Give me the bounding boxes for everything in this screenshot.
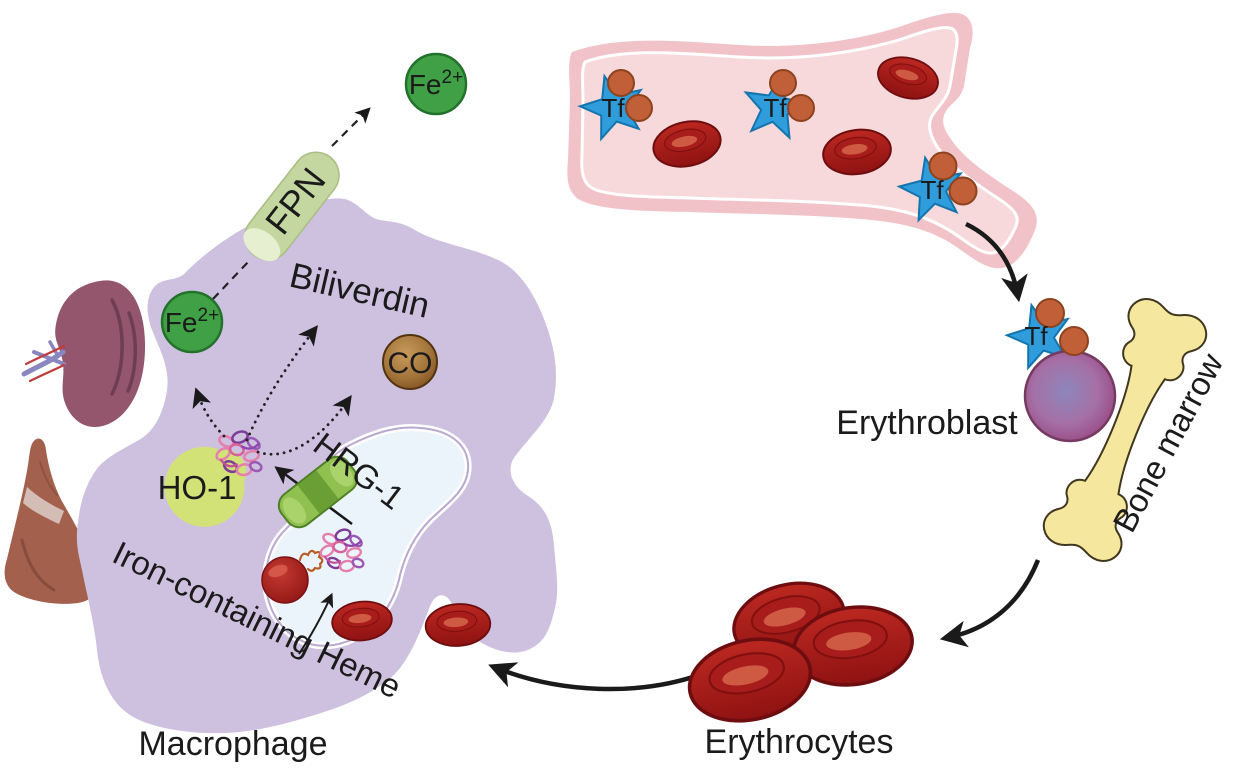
- transferrin-complex: Tf: [573, 66, 653, 143]
- arrow-label-to-heme: [298, 592, 334, 655]
- blood-vessel: Tf Tf Tf: [567, 12, 1037, 269]
- arrow-bone-to-erythrocytes: [939, 559, 1041, 648]
- macrophage-label: Macrophage: [138, 725, 327, 763]
- arrow-heme-to-co: [256, 394, 352, 456]
- arrow-fe-to-fpn: [212, 260, 250, 300]
- iron-atom: [769, 69, 797, 97]
- co-label: CO: [388, 347, 433, 380]
- engulfed-erythrocyte: [261, 556, 309, 604]
- arrow-vessel-to-erythroblast: [965, 221, 1028, 303]
- spleen-vessels: [21, 340, 66, 383]
- fe-label: Fe: [165, 307, 198, 338]
- bone: [1042, 298, 1208, 562]
- degraded-globin-squiggle: [298, 549, 324, 572]
- transferrin-complex: Tf: [738, 69, 815, 141]
- arrow-heme-to-fe: [192, 387, 226, 438]
- erythrocytes-label: Erythrocytes: [705, 723, 894, 761]
- tf-label: Tf: [920, 175, 944, 205]
- fe-label: Fe: [409, 69, 442, 100]
- transferrin-complex: Tf: [893, 150, 978, 224]
- fe-superscript: 2+: [198, 305, 220, 326]
- fe-ion-exported: Fe2+: [404, 52, 468, 116]
- erythroblast: Tf: [1000, 295, 1117, 443]
- liver: [4, 438, 98, 604]
- phagolysosome: [261, 423, 472, 650]
- erythrocyte-highlight: [268, 564, 288, 578]
- iron-atom: [928, 151, 958, 181]
- fe-ion-cytosol: Fe2+: [160, 290, 224, 354]
- vessel-lumen: [580, 26, 1019, 255]
- tf-label: Tf: [763, 93, 787, 123]
- tf-label: Tf: [601, 93, 625, 123]
- iron-atom: [1059, 326, 1089, 356]
- iron-atom: [625, 94, 653, 122]
- spleen: [21, 280, 146, 428]
- arrow-fpn-to-fe-out: [331, 107, 371, 147]
- hrg1-transporter: [277, 455, 359, 529]
- erythroblast-label: Erythroblast: [836, 404, 1018, 442]
- tf-label: Tf: [1024, 321, 1048, 351]
- co-molecule: CO: [382, 334, 438, 390]
- svg-text:Fe2+: Fe2+: [409, 67, 463, 100]
- iron-atom: [948, 176, 978, 206]
- svg-text:Fe2+: Fe2+: [165, 305, 219, 338]
- erythroblast-cell: [1023, 349, 1117, 443]
- erythrocytes-cluster: [680, 570, 920, 734]
- iron-atom: [1035, 298, 1065, 328]
- fe-superscript: 2+: [442, 67, 464, 88]
- iron-atom: [607, 69, 635, 97]
- arrow-heme-to-biliverdin: [245, 325, 318, 442]
- arrow-erythrocytes-to-macrophage: [488, 662, 703, 692]
- iron-atom: [787, 94, 815, 122]
- ho1-label: HO-1: [158, 469, 237, 506]
